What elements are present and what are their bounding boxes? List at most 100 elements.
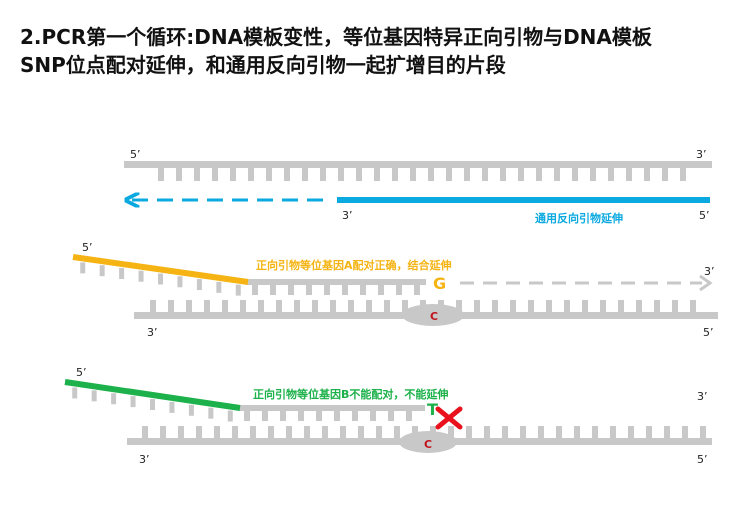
base-tick <box>160 426 166 438</box>
base-tick <box>312 300 318 312</box>
base-tick <box>536 168 542 181</box>
base-tick <box>302 168 308 181</box>
panel-3-strand-5prime-label: 5’ <box>697 453 708 466</box>
panel-2-extension-3prime-label: 3’ <box>704 265 715 278</box>
title-line-2: SNP位点配对延伸，和通用反向引物一起扩增目的片段 <box>20 53 506 77</box>
base-tick <box>316 411 322 421</box>
panel-2-primer-base-ticks <box>80 262 241 296</box>
base-tick <box>484 426 490 438</box>
base-tick <box>268 426 274 438</box>
base-tick <box>626 168 632 181</box>
base-tick <box>194 168 200 181</box>
base-tick <box>448 426 454 438</box>
base-tick <box>518 168 524 181</box>
base-tick <box>520 426 526 438</box>
base-tick <box>80 262 86 274</box>
base-tick <box>270 285 276 295</box>
base-tick <box>554 168 560 181</box>
base-tick <box>388 411 394 421</box>
panel-1-reverse-primer <box>337 197 710 203</box>
base-tick <box>574 426 580 438</box>
base-tick <box>178 426 184 438</box>
panel-1-template-5prime-label: 5’ <box>130 148 141 161</box>
panel-2-allele-a-primer <box>72 254 249 296</box>
base-tick <box>366 300 372 312</box>
base-tick <box>572 168 578 181</box>
base-tick <box>186 300 192 312</box>
mismatch-x-icon <box>435 406 463 430</box>
base-tick <box>374 168 380 181</box>
panel-2-arrowhead <box>699 274 713 292</box>
base-tick <box>680 168 686 181</box>
panel-3-partial-base-ticks <box>244 411 412 421</box>
base-tick <box>340 426 346 438</box>
base-tick <box>414 285 420 295</box>
base-tick <box>188 404 194 416</box>
base-tick <box>396 285 402 295</box>
panel-1-template-base-ticks <box>158 168 686 181</box>
base-tick <box>528 300 534 312</box>
base-tick <box>646 426 652 438</box>
panel-3-primer-5prime-label: 5’ <box>76 366 87 379</box>
base-tick <box>690 300 696 312</box>
base-tick <box>358 426 364 438</box>
base-tick <box>428 168 434 181</box>
base-tick <box>378 285 384 295</box>
base-tick <box>72 387 78 399</box>
base-tick <box>158 168 164 181</box>
base-tick <box>248 168 254 181</box>
base-tick <box>304 426 310 438</box>
base-tick <box>464 168 470 181</box>
base-tick <box>636 300 642 312</box>
base-tick <box>227 410 233 422</box>
base-tick <box>306 285 312 295</box>
base-tick <box>618 300 624 312</box>
base-tick <box>168 300 174 312</box>
panel-2-primer-base: G <box>433 274 446 293</box>
base-tick <box>474 300 480 312</box>
panel-3-primer-base-ticks <box>72 387 233 422</box>
base-tick <box>546 300 552 312</box>
base-tick <box>177 276 183 288</box>
base-tick <box>235 284 241 296</box>
base-tick <box>176 168 182 181</box>
panel-3-primer-base: T <box>427 400 438 419</box>
base-tick <box>644 168 650 181</box>
panel-1-primer-3prime-label: 3’ <box>342 209 353 222</box>
panel-1-primer-5prime-label: 5’ <box>699 209 710 222</box>
base-tick <box>158 273 163 285</box>
base-tick <box>324 285 330 295</box>
base-tick <box>412 426 418 438</box>
base-tick <box>138 270 144 282</box>
panel-3-template-base: C <box>424 438 432 451</box>
base-tick <box>286 426 292 438</box>
base-tick <box>482 168 488 181</box>
base-tick <box>196 279 202 291</box>
base-tick <box>384 300 390 312</box>
base-tick <box>240 300 246 312</box>
panel-2-snp-site <box>402 304 464 326</box>
base-tick <box>150 300 156 312</box>
base-tick <box>119 267 125 279</box>
base-tick <box>342 285 348 295</box>
base-tick <box>338 168 344 181</box>
base-tick <box>130 396 136 408</box>
base-tick <box>672 300 678 312</box>
base-tick <box>320 168 326 181</box>
base-tick <box>244 411 250 421</box>
base-tick <box>334 411 340 421</box>
base-tick <box>298 411 304 421</box>
panel-3-partial-strand <box>238 405 425 421</box>
base-tick <box>446 168 452 181</box>
base-tick <box>466 426 472 438</box>
panel-2-extended-base-ticks <box>252 285 420 295</box>
base-tick <box>360 285 366 295</box>
base-tick <box>280 411 286 421</box>
base-tick <box>284 168 290 181</box>
base-tick <box>664 426 670 438</box>
panel-2-annotation: 正向引物等位基因A配对正确，结合延伸 <box>256 258 452 272</box>
base-tick <box>370 411 376 421</box>
base-tick <box>600 300 606 312</box>
panel-2-template-base: C <box>430 310 438 323</box>
base-tick <box>294 300 300 312</box>
